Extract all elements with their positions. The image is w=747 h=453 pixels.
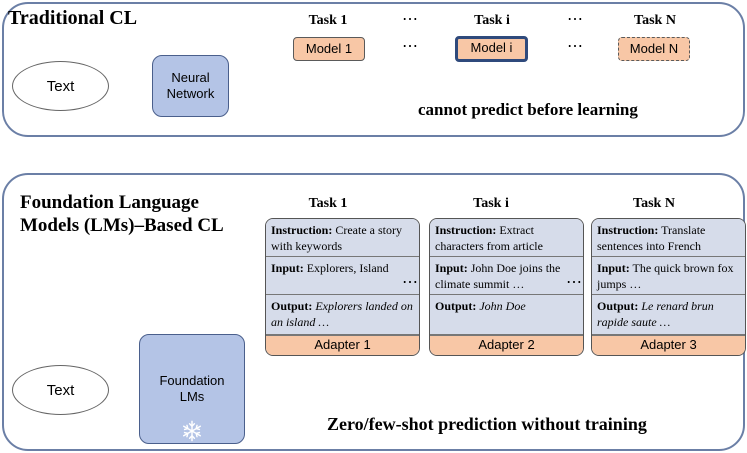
text-input-ellipse: Text <box>12 365 109 415</box>
traditional-cl-panel <box>2 2 745 137</box>
output-label: Output: <box>271 299 313 313</box>
model-i-box: Model i <box>455 36 528 62</box>
task-n-heading: Task N <box>633 196 675 211</box>
output-field: Output: Le renard brun rapide saute … <box>592 295 745 335</box>
input-text: John Doe joins the climate summit … <box>435 261 561 291</box>
foundation-lms-block: Foundation LMs <box>139 334 245 444</box>
ellipsis: ⋯ <box>402 274 419 291</box>
output-label: Output: <box>597 299 639 313</box>
adapter-1: Adapter 1 <box>266 335 419 355</box>
output-text: John Doe <box>479 299 526 313</box>
input-label: Input: <box>597 261 630 275</box>
instruction-field: Instruction: Translate sentences into Fr… <box>592 219 745 257</box>
traditional-cl-title: Traditional CL <box>8 7 138 29</box>
task-card-n: Instruction: Translate sentences into Fr… <box>591 218 746 356</box>
input-field: Input: John Doe joins the climate summit… <box>430 257 583 295</box>
instruction-text: Translate sentences into French <box>597 223 706 253</box>
input-label: Input: <box>435 261 468 275</box>
ellipsis: ⋯ <box>566 274 583 291</box>
foundation-cl-title-line1: Foundation Language <box>20 192 199 213</box>
output-field: Output: John Doe <box>430 295 583 335</box>
instruction-field: Instruction: Extract characters from art… <box>430 219 583 257</box>
ellipsis: ⋯ <box>567 11 584 28</box>
task-card-i: Instruction: Extract characters from art… <box>429 218 584 356</box>
zero-few-shot-note: Zero/few-shot prediction without trainin… <box>327 414 647 434</box>
foundation-cl-title-line2: Models (LMs)–Based CL <box>20 215 224 236</box>
task-n-heading: Task N <box>634 13 676 28</box>
task-i-heading: Task i <box>474 13 510 28</box>
snowflake-icon <box>182 420 202 442</box>
foundation-label-line2: LMs <box>179 389 205 404</box>
task-1-heading: Task 1 <box>308 13 348 28</box>
output-field: Output: Explorers landed on an island … <box>266 295 419 335</box>
task-1-heading: Task 1 <box>308 196 348 211</box>
neural-network-block: Neural Network <box>152 55 229 117</box>
ellipsis: ⋯ <box>402 38 419 55</box>
input-field: Input: The quick brown fox jumps … <box>592 257 745 295</box>
output-text: Le renard brun rapide saute … <box>597 299 714 329</box>
task-i-heading: Task i <box>473 196 509 211</box>
foundation-label-line1: Foundation <box>159 373 225 388</box>
input-text: The quick brown fox jumps … <box>597 261 734 291</box>
cannot-predict-note: cannot predict before learning <box>418 100 638 119</box>
text-input-ellipse: Text <box>12 61 109 111</box>
instruction-label: Instruction: <box>597 223 659 237</box>
adapter-3: Adapter 3 <box>592 335 745 355</box>
input-text: Explorers, Island <box>306 261 389 275</box>
neural-network-label-line1: Neural <box>171 70 210 85</box>
ellipsis: ⋯ <box>567 38 584 55</box>
output-label: Output: <box>435 299 477 313</box>
input-field: Input: Explorers, Island <box>266 257 419 295</box>
task-card-1: Instruction: Create a story with keyword… <box>265 218 420 356</box>
adapter-2: Adapter 2 <box>430 335 583 355</box>
ellipsis: ⋯ <box>402 11 419 28</box>
neural-network-label-line2: Network <box>166 86 215 101</box>
instruction-field: Instruction: Create a story with keyword… <box>266 219 419 257</box>
model-n-box: Model N <box>618 37 690 61</box>
instruction-label: Instruction: <box>271 223 333 237</box>
output-text: Explorers landed on an island … <box>271 299 413 329</box>
input-label: Input: <box>271 261 304 275</box>
instruction-text: Extract characters from article <box>435 223 543 253</box>
instruction-label: Instruction: <box>435 223 497 237</box>
instruction-text: Create a story with keywords <box>271 223 402 253</box>
model-1-box: Model 1 <box>293 37 365 61</box>
